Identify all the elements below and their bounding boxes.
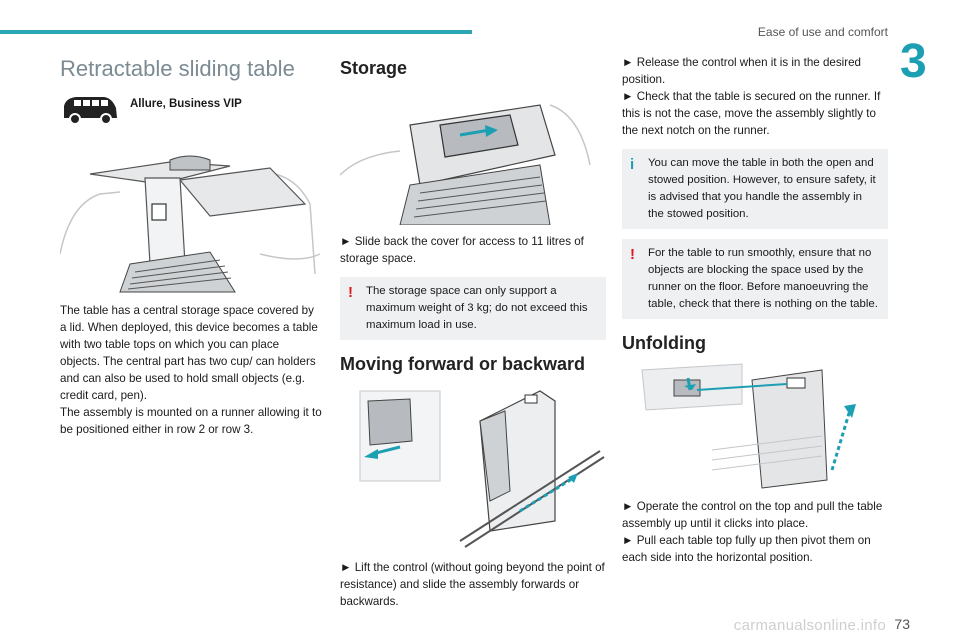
chapter-number: 3: [900, 35, 927, 88]
moving-heading: Moving forward or backward: [340, 354, 586, 374]
unfolding-heading: Unfolding: [622, 333, 706, 353]
info-note: i You can move the table in both the ope…: [622, 149, 888, 229]
unfolding-illustration: [641, 363, 856, 489]
moving-step: ► Lift the control (without going beyond…: [340, 561, 605, 608]
section-title: Ease of use and comfort: [757, 25, 888, 39]
unfold-step-1: ► Operate the control on the top and pul…: [622, 500, 883, 530]
trim-level-row: Allure, Business VIP: [60, 92, 322, 126]
warning-exclamation-icon: !: [348, 284, 353, 301]
moving-illustration: [359, 390, 605, 548]
column-1: Retractable sliding table Allure, Busine…: [60, 54, 322, 438]
page-number: 73: [894, 616, 910, 632]
unfold-step-2: ► Pull each table top fully up then pivo…: [622, 534, 871, 564]
info-icon: i: [630, 156, 635, 173]
info-note-text: You can move the table in both the open …: [648, 157, 876, 220]
storage-warning-text: The storage space can only support a max…: [366, 285, 588, 331]
check-step: ► Check that the table is secured on the…: [622, 90, 881, 137]
description-paragraph-2: The assembly is mounted on a runner allo…: [60, 406, 322, 436]
storage-step: ► Slide back the cover for access to 11 …: [340, 235, 584, 265]
watermark: carmanualsonline.info: [733, 617, 886, 634]
warning-note: ! For the table to run smoothly, ensure …: [622, 239, 888, 319]
warning-exclamation-icon: !: [630, 246, 635, 263]
warning-note-text: For the table to run smoothly, ensure th…: [648, 247, 878, 310]
column-3: ► Release the control when it is in the …: [622, 54, 888, 566]
van-icon: [64, 97, 117, 125]
storage-illustration: [340, 104, 591, 225]
header-accent-bar: [0, 30, 472, 34]
page-title: Retractable sliding table: [60, 56, 295, 81]
sliding-table-illustration: [60, 155, 321, 293]
description-paragraph-1: The table has a central storage space co…: [60, 304, 318, 402]
release-step: ► Release the control when it is in the …: [622, 56, 861, 86]
storage-warning-note: ! The storage space can only support a m…: [340, 277, 606, 340]
column-2: Storage ► Slide back the cover for acces…: [340, 54, 606, 610]
trim-level-label: Allure, Business VIP: [130, 98, 242, 110]
storage-heading: Storage: [340, 58, 408, 78]
